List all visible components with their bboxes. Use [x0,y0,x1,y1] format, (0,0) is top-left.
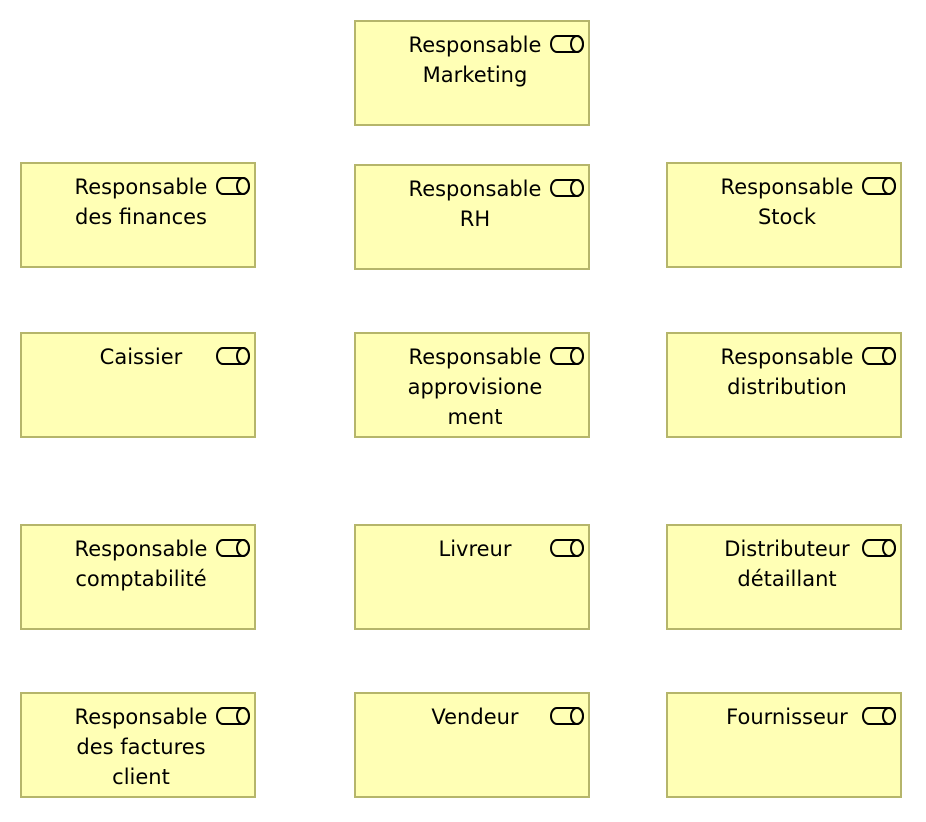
role-label: Responsable des finances [74,175,208,229]
role-label: Livreur [438,537,512,561]
role-label: Responsable comptabilité [74,537,208,591]
role-responsable-stock[interactable]: Responsable Stock [666,162,902,268]
business-role-icon [862,176,896,196]
role-responsable-approvisionement[interactable]: Responsable approvisione ment [354,332,590,438]
role-label: Fournisseur [726,705,848,729]
business-role-icon [216,346,250,366]
business-role-icon [862,538,896,558]
business-role-icon [862,706,896,726]
business-role-icon [550,706,584,726]
role-label: Responsable approvisione ment [407,345,543,429]
role-responsable-distribution[interactable]: Responsable distribution [666,332,902,438]
role-label: Responsable RH [408,177,542,231]
business-role-icon [216,176,250,196]
role-label: Responsable Stock [720,175,854,229]
role-responsable-comptabilite[interactable]: Responsable comptabilité [20,524,256,630]
role-responsable-rh[interactable]: Responsable RH [354,164,590,270]
role-caissier[interactable]: Caissier [20,332,256,438]
business-role-icon [550,346,584,366]
business-role-icon [550,178,584,198]
role-label: Vendeur [431,705,519,729]
role-label: Responsable Marketing [408,33,542,87]
role-livreur[interactable]: Livreur [354,524,590,630]
role-distributeur-detaillant[interactable]: Distributeur détaillant [666,524,902,630]
role-vendeur[interactable]: Vendeur [354,692,590,798]
business-role-icon [550,34,584,54]
role-label: Distributeur détaillant [724,537,850,591]
business-role-icon [216,538,250,558]
role-label: Responsable distribution [720,345,854,399]
role-label: Responsable des factures client [74,705,208,789]
role-label: Caissier [99,345,183,369]
business-role-icon [550,538,584,558]
role-responsable-factures-client[interactable]: Responsable des factures client [20,692,256,798]
business-role-icon [216,706,250,726]
role-responsable-finances[interactable]: Responsable des finances [20,162,256,268]
role-fournisseur[interactable]: Fournisseur [666,692,902,798]
business-role-icon [862,346,896,366]
role-responsable-marketing[interactable]: Responsable Marketing [354,20,590,126]
